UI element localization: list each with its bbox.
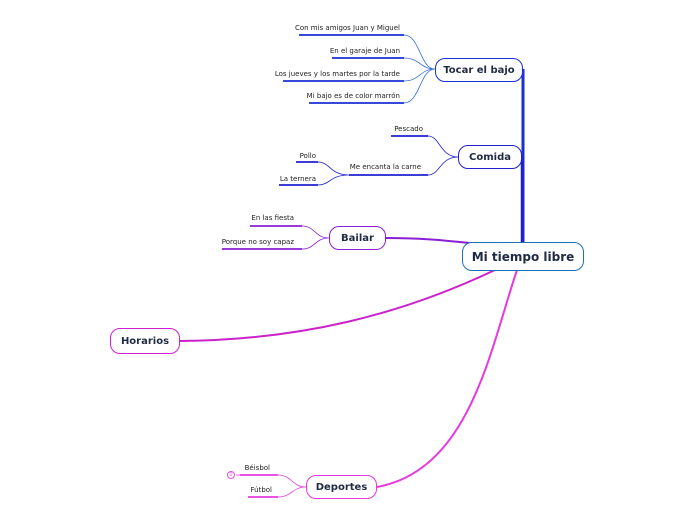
notes-badge-icon[interactable]: 0 [227,471,235,479]
topic-deportes[interactable]: Deportes [306,475,377,499]
leaf-mi-bajo[interactable]: Mi bajo es de color marrón [306,92,400,100]
leaf-la-ternera[interactable]: La ternera [279,175,316,183]
leaf-pollo[interactable]: Pollo [299,152,316,160]
leaf-en-las-fiesta[interactable]: En las fiesta [251,214,294,222]
topic-bailar[interactable]: Bailar [329,226,386,250]
topic-horarios[interactable]: Horarios [110,328,180,354]
connector-central-horarios [179,269,496,342]
connector-central-bailar [385,237,471,244]
leaf-con-mis-amigos[interactable]: Con mis amigos Juan y Miguel [294,24,400,32]
leaf-beisbol[interactable]: Béisbol [244,464,270,472]
leaf-en-el-garaje[interactable]: En el garaje de Juan [329,47,400,55]
connector-central-deportes [376,269,518,488]
leaf-los-jueves[interactable]: Los jueves y los martes por la tarde [274,70,400,78]
connector-tocar-leaves [403,34,436,104]
connector-deportes-leaves [277,474,307,498]
topic-tocar-el-bajo[interactable]: Tocar el bajo [435,58,523,82]
leaf-porque-no-soy-capaz[interactable]: Porque no soy capaz [221,238,294,246]
leaf-me-encanta-la-carne[interactable]: Me encanta la carne [349,163,421,171]
connector-bailar-leaves [301,225,330,250]
connector-comida-leaves [427,135,459,176]
connector-carne-leaves [317,161,350,186]
leaf-futbol[interactable]: Fútbol [250,486,273,494]
topic-comida[interactable]: Comida [458,145,522,169]
leaf-pescado[interactable]: Pescado [394,125,423,133]
central-topic[interactable]: Mi tiempo libre [462,242,584,271]
